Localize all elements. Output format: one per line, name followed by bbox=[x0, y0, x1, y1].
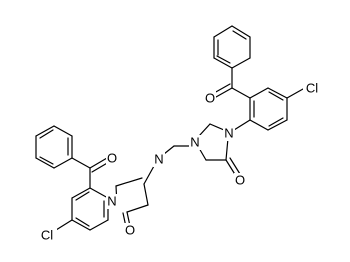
right-chlorophenyl-ring bbox=[249, 87, 304, 131]
nitrogen-atom-left-bridge: N bbox=[154, 152, 163, 167]
oxygen-atom-left-amide: O bbox=[125, 223, 135, 238]
nitrogen-atom-left-aryl: N bbox=[107, 194, 116, 209]
left-chlorophenyl-ring bbox=[55, 187, 109, 231]
methylene-bridge bbox=[163, 145, 192, 155]
left-imidazolidinone-ring bbox=[115, 165, 155, 228]
oxygen-atom-right-amide: O bbox=[235, 173, 245, 188]
chlorine-atom-left: Cl bbox=[41, 228, 53, 243]
left-benzoyl-phenyl-ring bbox=[35, 125, 73, 169]
nitrogen-atom-right-bridge: N bbox=[190, 135, 199, 150]
right-benzoyl-phenyl-ring bbox=[213, 25, 251, 69]
oxygen-atom-right-ketone: O bbox=[205, 91, 215, 106]
chlorine-atom-right: Cl bbox=[306, 81, 318, 96]
right-ketone-group bbox=[213, 67, 251, 99]
left-ketone-group bbox=[71, 157, 110, 189]
nitrogen-atom-right-aryl: N bbox=[224, 126, 233, 141]
right-imidazolidinone-ring bbox=[198, 119, 251, 177]
oxygen-atom-left-ketone: O bbox=[107, 151, 117, 166]
